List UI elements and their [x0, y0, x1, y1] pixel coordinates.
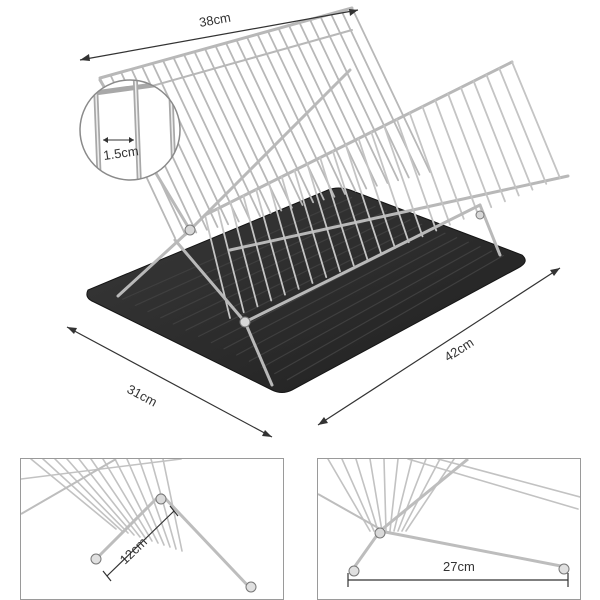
tray-ridge — [223, 232, 446, 350]
leg-span-label: 27cm — [443, 559, 475, 574]
back-rack-wire — [193, 50, 272, 215]
tray-ridge — [198, 223, 423, 337]
back-rack-wire — [351, 7, 431, 173]
tray-ridge — [261, 246, 481, 368]
back-rack-wire — [214, 45, 293, 209]
front-rack-wire — [332, 150, 369, 261]
tray-ridge — [236, 237, 458, 356]
detail-wire — [102, 459, 153, 542]
leg-span-dimension-line — [347, 573, 569, 587]
back-rack-wire — [235, 39, 315, 204]
front-rack-wire — [498, 67, 548, 185]
front-rack-wire — [280, 175, 314, 284]
front-rack-wire — [370, 131, 410, 244]
front-rack-wire — [242, 194, 273, 302]
tray-ridge — [172, 214, 399, 325]
hinge-joints — [184, 210, 485, 328]
front-rack-wire — [434, 99, 479, 214]
front-rack-wire — [395, 118, 438, 232]
front-rack-wire — [459, 86, 506, 203]
tray-ridge — [134, 201, 364, 306]
tray-ridge — [147, 205, 376, 313]
tray-ridge — [274, 250, 493, 375]
fold-height-detail-illustration: 12cm — [21, 459, 257, 593]
tray-ridges — [122, 196, 504, 381]
detail-wire — [21, 459, 182, 480]
detail-wire — [54, 459, 129, 534]
detail-wire — [341, 459, 375, 532]
detail-wire — [369, 459, 383, 532]
depth-dimension-line — [66, 326, 273, 438]
detail-wire — [401, 459, 441, 532]
width-dimension-line — [79, 9, 359, 61]
front-rack-wire — [306, 163, 341, 273]
wire-spacing-label: 1.5cm — [102, 143, 139, 163]
front-rack-wire — [268, 182, 300, 290]
back-rack-wire — [277, 27, 357, 193]
front-rack-wire — [421, 105, 465, 220]
back-rack-wire — [319, 15, 400, 182]
back-rack-wire — [256, 33, 336, 198]
tray-ridge — [160, 210, 388, 319]
back-rack-wire — [288, 24, 368, 190]
detail-wire — [355, 459, 379, 532]
back-rack-wire — [151, 62, 230, 226]
back-rack-wire — [225, 42, 304, 206]
back-rack-wire — [172, 56, 251, 220]
leg-span-detail-panel: 27cm — [317, 458, 581, 600]
detail-wire — [150, 459, 177, 550]
length-label: 42cm — [441, 335, 476, 365]
fold-height-dimension-line — [102, 505, 179, 582]
front-wire-rack — [203, 60, 570, 319]
fold-height-detail-panel: 12cm — [20, 458, 284, 600]
front-rack-wire — [255, 188, 286, 296]
front-rack-wire — [485, 73, 534, 191]
front-rack-wire — [216, 207, 245, 314]
detail-wire — [138, 459, 171, 548]
detail-wire — [30, 459, 117, 530]
back-rack-wire — [246, 36, 325, 201]
front-rack-wire — [229, 201, 259, 308]
back-rack-wire — [309, 18, 389, 184]
wire-spacing-magnifier — [79, 79, 181, 181]
detail-wire — [389, 459, 399, 532]
front-rack-wire — [383, 124, 424, 238]
front-rack-wire — [447, 92, 493, 209]
width-label: 38cm — [198, 10, 232, 30]
back-rack-wire — [330, 12, 410, 179]
detail-wire — [90, 459, 147, 540]
detail-wire — [126, 459, 165, 546]
front-rack-wire — [511, 61, 561, 179]
front-rack-wire — [472, 80, 520, 197]
front-rack-wire — [319, 156, 355, 267]
tray-ridge — [185, 219, 411, 331]
length-dimension-line — [317, 267, 561, 426]
detail-wire — [407, 459, 579, 510]
tray-ridge — [248, 241, 469, 362]
back-rack-wire — [183, 53, 261, 217]
back-rack-wire — [298, 21, 378, 187]
front-rack-wire — [408, 112, 451, 226]
front-rack-wire — [357, 137, 396, 249]
detail-wire — [397, 459, 427, 532]
detail-wire — [114, 459, 159, 544]
depth-label: 31cm — [125, 381, 160, 409]
leg-span-detail-illustration: 27cm — [318, 459, 580, 587]
detail-wire — [383, 459, 387, 532]
detail-wire — [42, 459, 123, 532]
front-rack-wire — [293, 169, 328, 279]
front-rack-wire — [344, 143, 383, 255]
tray-ridge — [286, 254, 504, 381]
